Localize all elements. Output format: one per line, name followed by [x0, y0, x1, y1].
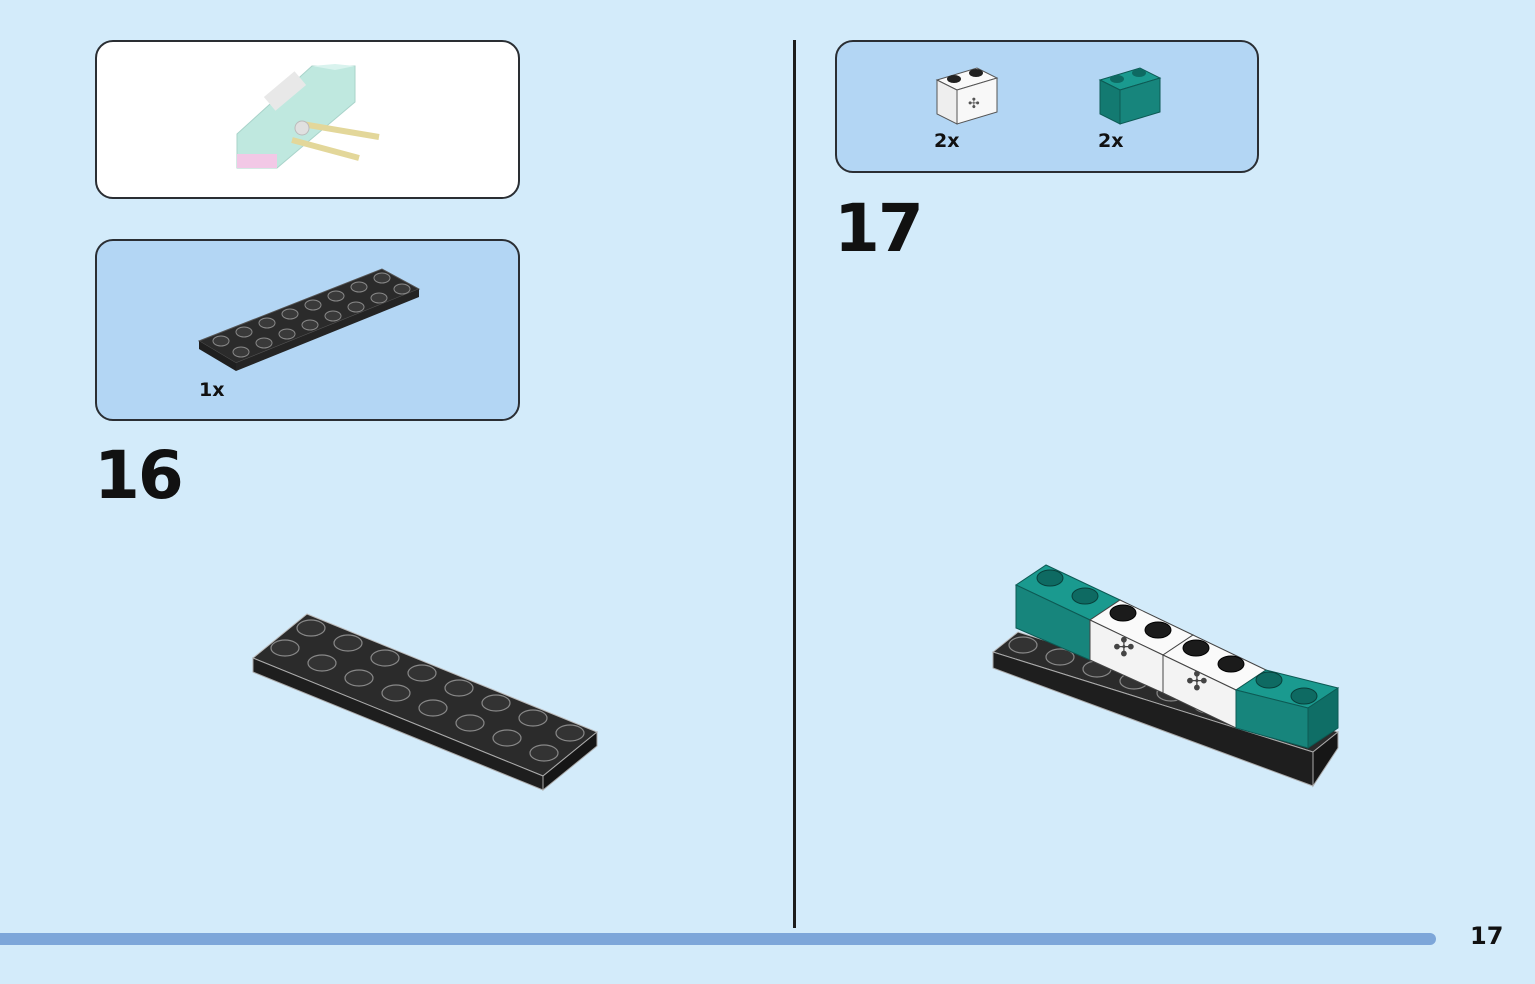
step-16-build-illustration: [252, 613, 598, 792]
step-17-build-illustration: ✣ ✣: [991, 564, 1340, 788]
stud: [370, 292, 388, 304]
stud: [270, 639, 300, 657]
stud: [370, 649, 400, 667]
stud: [327, 290, 345, 302]
parts-panel-step-16: 1x: [95, 239, 520, 421]
stud: [281, 308, 299, 320]
step-number-16: 16: [94, 437, 184, 514]
stud: [518, 709, 548, 727]
subassembly-callout: [95, 40, 520, 199]
parts-panel-step-17: ✣ 2x 2x: [835, 40, 1259, 173]
part-quantity: 1x: [199, 379, 225, 401]
stud: [278, 328, 296, 340]
stud: [444, 679, 474, 697]
svg-text:✣: ✣: [1113, 633, 1135, 663]
stud: [212, 335, 230, 347]
stud: [307, 654, 337, 672]
stud: [301, 319, 319, 331]
stud: [304, 299, 322, 311]
stud: [407, 664, 437, 682]
page-divider: [793, 40, 796, 928]
black-plate-2x8-part: [197, 268, 421, 371]
part-quantity: 2x: [934, 130, 960, 152]
stud: [344, 669, 374, 687]
stud: [481, 694, 511, 712]
stud: [333, 634, 363, 652]
svg-text:✣: ✣: [968, 96, 980, 112]
stud: [455, 714, 485, 732]
stud: [255, 337, 273, 349]
stud: [347, 301, 365, 313]
svg-text:✣: ✣: [1186, 667, 1208, 697]
stud: [555, 724, 585, 742]
stud: [235, 326, 253, 338]
stud: [1008, 636, 1038, 654]
stud: [381, 684, 411, 702]
white-brick-part: ✣: [935, 67, 999, 125]
stud: [324, 310, 342, 322]
part-quantity: 2x: [1098, 130, 1124, 152]
teal-brick-part: [1098, 67, 1162, 125]
stud: [232, 346, 250, 358]
subassembly-illustration: [236, 64, 380, 169]
stud: [258, 317, 276, 329]
stud: [296, 619, 326, 637]
stud: [1045, 648, 1075, 666]
step-number-17: 17: [834, 190, 924, 267]
stud: [393, 283, 411, 295]
stud: [418, 699, 448, 717]
progress-bar: [0, 933, 1436, 945]
stud: [350, 281, 368, 293]
stud: [373, 272, 391, 284]
stud: [529, 744, 559, 762]
stud: [492, 729, 522, 747]
page-number: 17: [1470, 922, 1504, 950]
